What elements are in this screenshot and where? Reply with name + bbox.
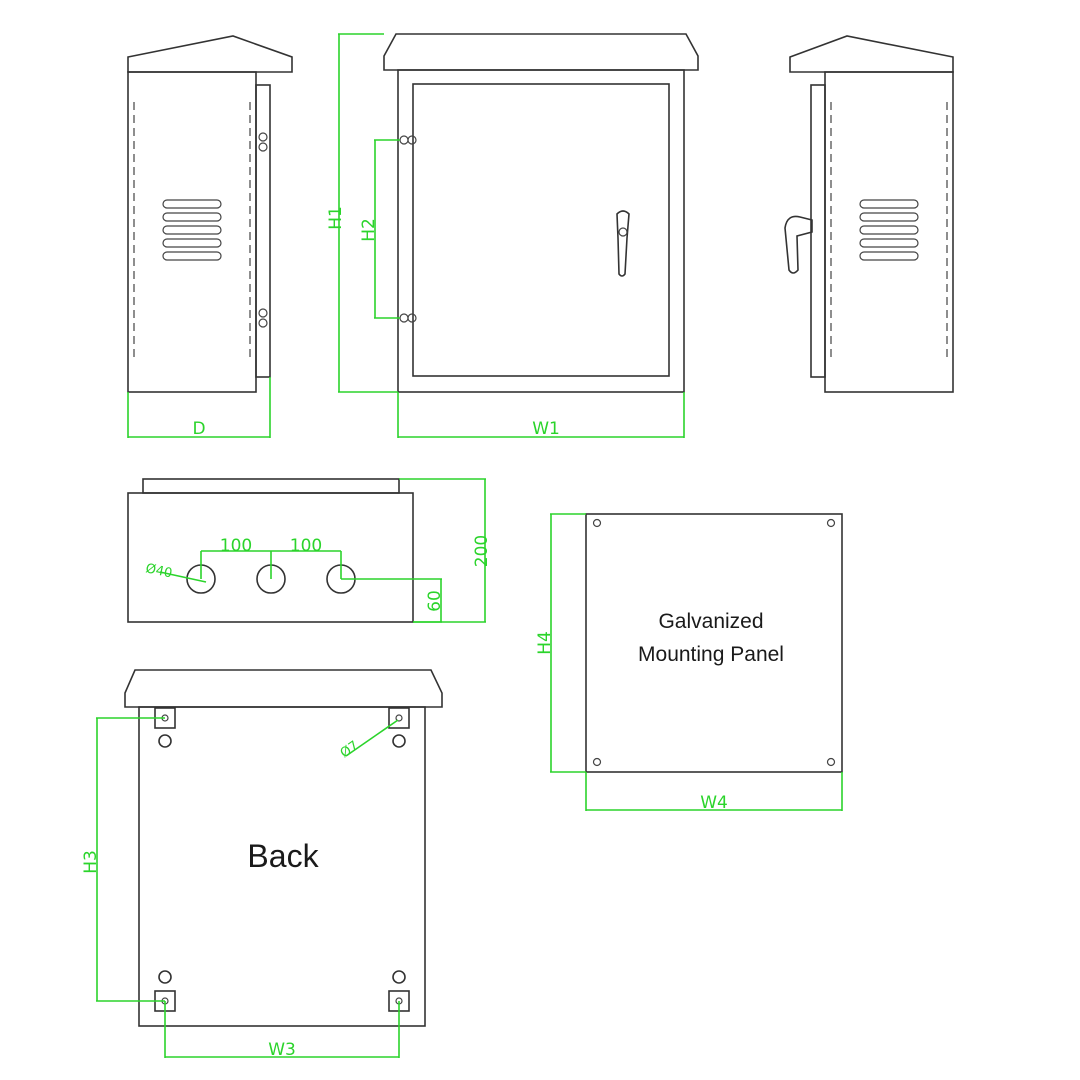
- panel-hole-bottom-right: [826, 757, 836, 767]
- dimension-w3: W3: [164, 1001, 400, 1060]
- label-200: 200: [472, 535, 492, 567]
- right-louvers: [859, 199, 919, 261]
- label-100-right: 100: [290, 536, 322, 556]
- back-body: [138, 706, 426, 1027]
- mounting-panel-view: Galvanized Mounting Panel H4 W4: [535, 513, 843, 813]
- right-side-view: [784, 35, 954, 393]
- front-roof: [383, 33, 699, 71]
- back-label: Back: [247, 838, 319, 874]
- bottom-view: 200 100 100 60 Ø40: [127, 478, 492, 623]
- label-60: 60: [425, 590, 445, 612]
- panel-hole-bottom-left: [592, 757, 602, 767]
- back-roof: [124, 669, 443, 708]
- label-w4: W4: [700, 793, 728, 813]
- dimension-100-spacing: 100 100: [200, 536, 342, 579]
- right-body: [824, 71, 954, 393]
- panel-hole-top-left: [592, 518, 602, 528]
- bottom-roof-edge: [142, 478, 400, 494]
- dimension-w1: W1: [397, 392, 685, 439]
- front-door: [412, 83, 670, 377]
- panel-label-line1: Galvanized: [658, 610, 763, 633]
- label-hole-diameter: Ø40: [144, 561, 173, 581]
- left-roof: [127, 35, 293, 73]
- left-body: [127, 71, 257, 393]
- mount-bracket-top-left: [154, 707, 176, 748]
- left-side-view: D: [127, 35, 293, 439]
- left-door-edge: [255, 84, 271, 378]
- label-w3: W3: [268, 1040, 296, 1060]
- label-w1: W1: [532, 419, 560, 439]
- right-door-edge: [810, 84, 826, 378]
- mounting-panel: [585, 513, 843, 773]
- dimension-h2: H2: [359, 139, 400, 319]
- right-handle-icon: [784, 215, 813, 274]
- label-d: D: [192, 419, 205, 439]
- label-h1: H1: [326, 206, 346, 230]
- left-louvers: [162, 199, 222, 261]
- left-hinge-top: [258, 132, 268, 152]
- dimension-hole-diameter: Ø40: [144, 561, 207, 583]
- door-handle-icon: [616, 210, 630, 277]
- right-roof: [789, 35, 954, 73]
- dimension-60: 60: [341, 578, 445, 623]
- dimension-200: 200: [399, 478, 492, 623]
- label-h2: H2: [359, 218, 379, 242]
- bottom-body: [127, 492, 414, 623]
- dimension-h1: H1: [326, 33, 398, 393]
- label-h3: H3: [81, 850, 101, 874]
- panel-label-line2: Mounting Panel: [638, 643, 784, 666]
- dimension-mount-hole: Ø7: [338, 719, 399, 761]
- label-100-left: 100: [220, 536, 252, 556]
- back-view: Back Ø7 H3 W3: [81, 669, 443, 1060]
- front-body: [397, 69, 685, 393]
- label-h4: H4: [535, 631, 555, 655]
- label-mount-hole: Ø7: [338, 738, 362, 761]
- dimension-w4: W4: [585, 772, 843, 813]
- panel-hole-top-right: [826, 518, 836, 528]
- left-hinge-bottom: [258, 308, 268, 328]
- dimension-d: D: [127, 377, 271, 439]
- front-view: H1 H2 W1: [326, 33, 699, 439]
- dimension-h4: H4: [535, 513, 586, 773]
- mount-bracket-top-right: [388, 707, 410, 748]
- dimension-h3: H3: [81, 717, 165, 1002]
